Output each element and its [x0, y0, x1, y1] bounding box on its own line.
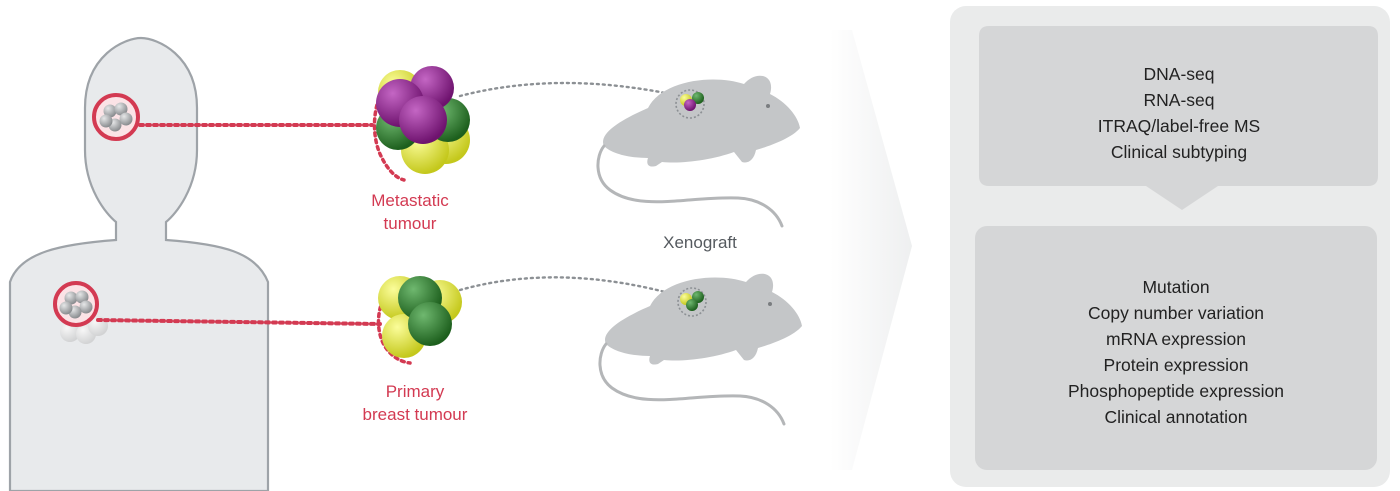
xenograft-label: Xenograft	[663, 233, 737, 252]
head-tumour-icon	[92, 93, 140, 141]
human-silhouette	[8, 36, 270, 491]
metastatic-tumour-label: Metastatic tumour	[371, 191, 449, 233]
output-item: Copy number variation	[1087, 303, 1265, 323]
output-item: mRNA expression	[1105, 329, 1247, 349]
breast-tumour-icon	[53, 281, 108, 344]
methods-item: Clinical subtyping	[1110, 142, 1248, 162]
output-item: Phosphopeptide expression	[1068, 381, 1284, 401]
output-item: Clinical annotation	[1104, 407, 1248, 427]
primary-tumour-label: Primary breast tumour	[362, 382, 468, 424]
output-item: Mutation	[1142, 277, 1210, 297]
results-panel	[950, 6, 1390, 487]
primary-tumour-cluster	[376, 276, 462, 365]
output-item: Protein expression	[1103, 355, 1249, 375]
metastatic-tumour-cluster	[372, 66, 470, 182]
methods-item: ITRAQ/label-free MS	[1097, 116, 1261, 136]
flow-chevron-arrow	[830, 30, 912, 470]
sample-connectors	[96, 123, 382, 326]
data-outputs-box: Mutation Copy number variation mRNA expr…	[975, 274, 1377, 430]
methods-box: DNA-seq RNA-seq ITRAQ/label-free MS Clin…	[979, 61, 1379, 165]
xenograft-connectors	[458, 81, 682, 298]
mouse-bottom-icon	[598, 273, 802, 426]
mouse-top-icon	[596, 75, 800, 228]
methods-item: DNA-seq	[1143, 64, 1215, 84]
methods-item: RNA-seq	[1143, 90, 1215, 110]
